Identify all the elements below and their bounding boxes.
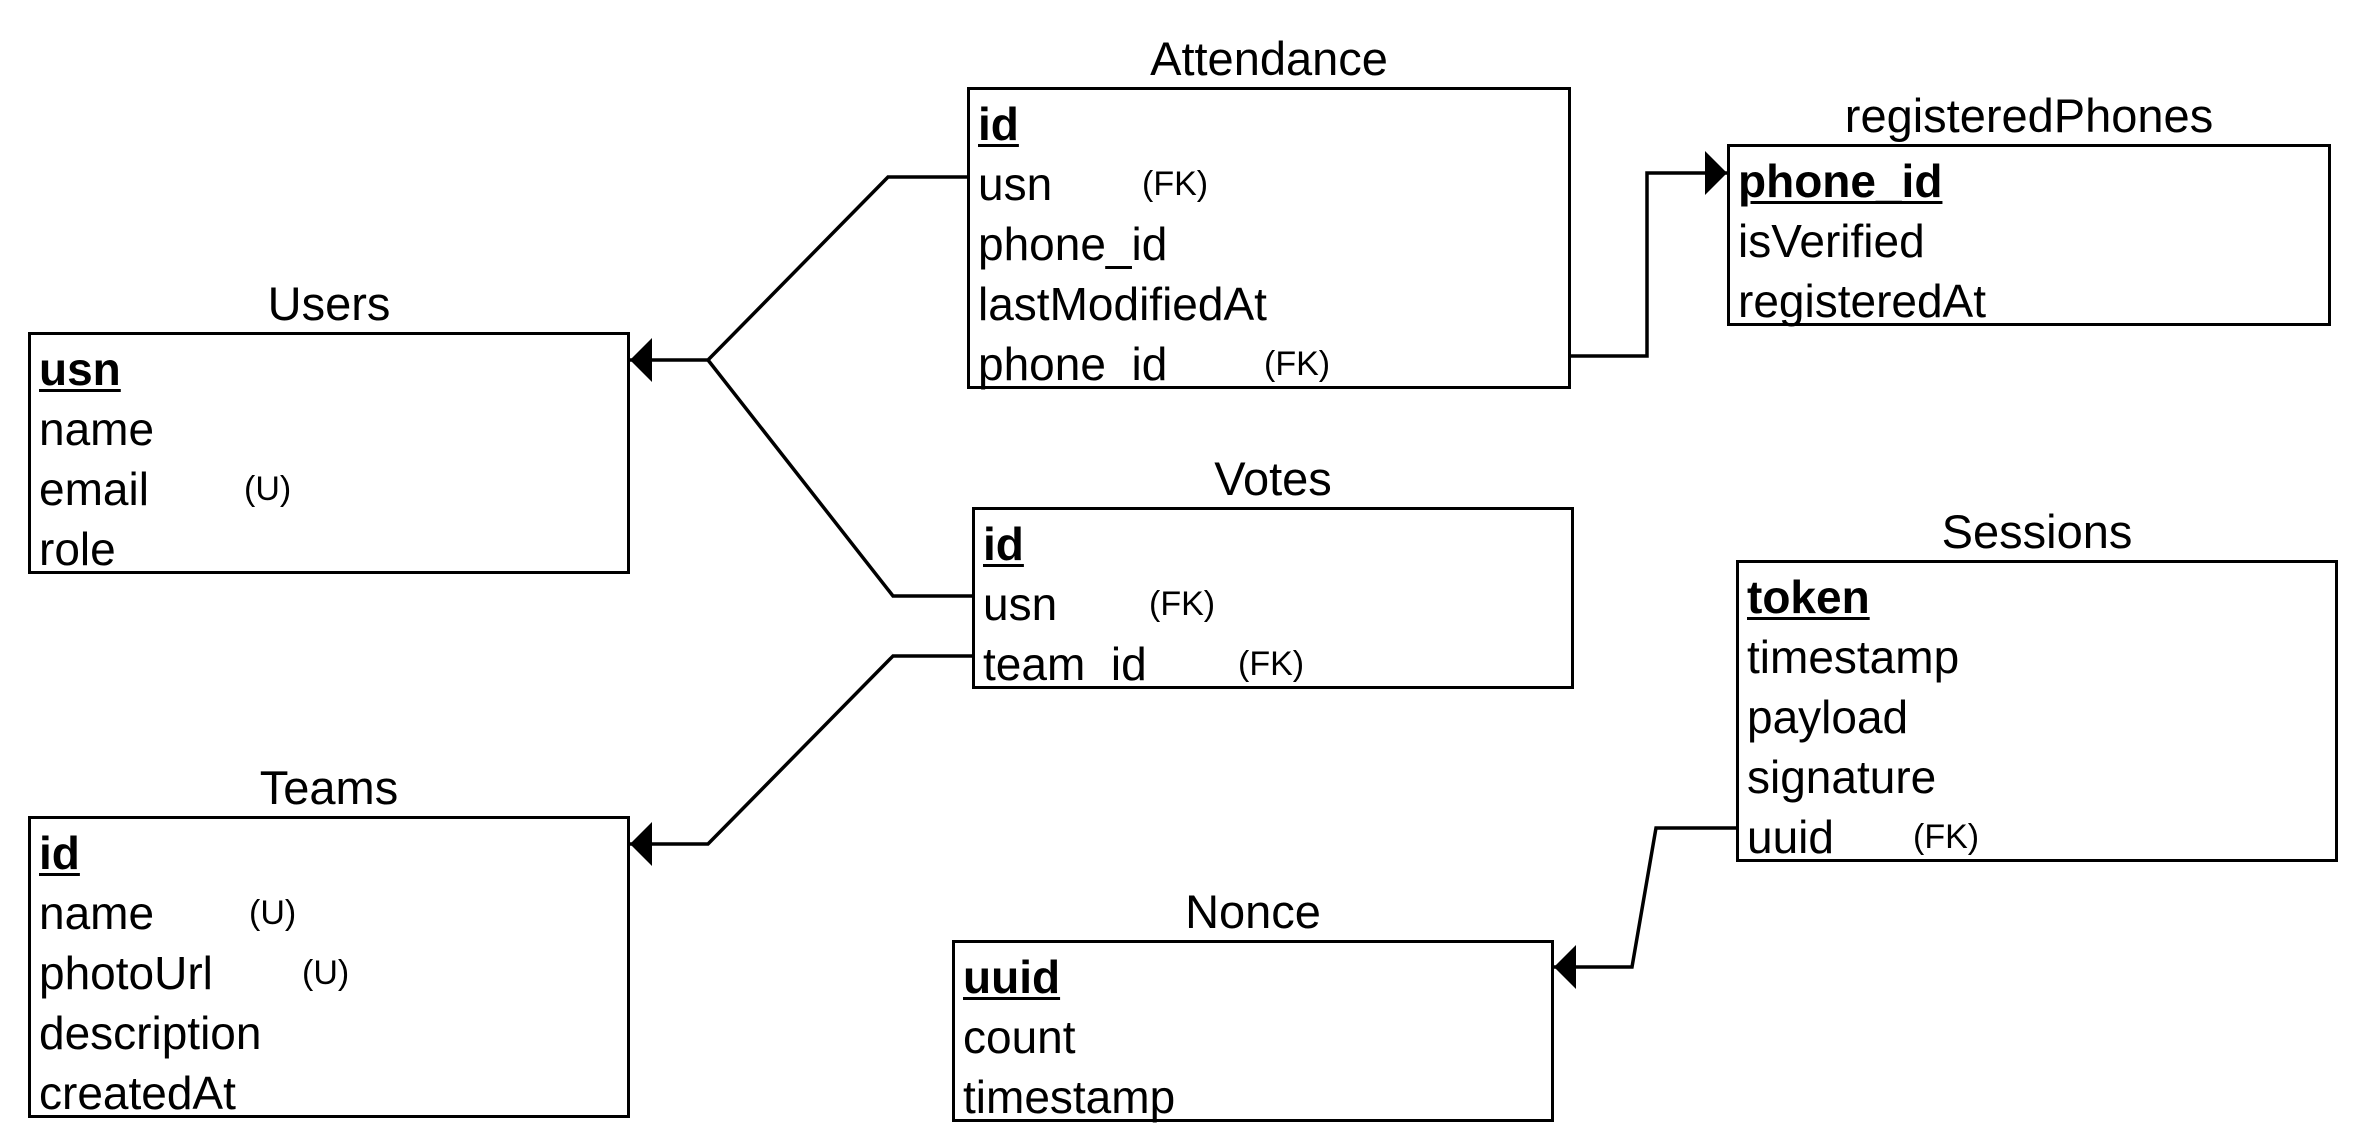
entity-title: Users (267, 277, 391, 330)
field-constraint-note: (FK) (1913, 818, 1980, 856)
entity-nonce: Nonce uuid count timestamp (952, 887, 1554, 1123)
arrowhead-icon (1554, 945, 1576, 989)
field-constraint-note: (U) (244, 470, 292, 508)
entity-title: Sessions (1941, 505, 2133, 558)
entity-title: Teams (259, 761, 399, 814)
field-constraint-note: (U) (302, 954, 350, 992)
field-name: registeredAt (1738, 275, 1987, 327)
primary-key-field: id (978, 94, 1568, 154)
field-constraint-note: (FK) (1238, 645, 1305, 683)
field-row: name (U) (39, 883, 627, 943)
field-row: email (U) (39, 459, 627, 519)
field-name: uuid (1747, 811, 1834, 863)
field-name: usn (978, 158, 1053, 210)
primary-key-field: usn (39, 339, 627, 399)
entity-registeredphones: registeredPhones phone_id isVerified regist… (1727, 91, 2331, 327)
entity-title: registeredPhones (1844, 89, 2214, 142)
entity-box: token timestamp payload signature uuid (FK) (1736, 560, 2338, 863)
field-row: timestamp (1747, 627, 2335, 687)
field-name: usn (39, 343, 121, 395)
field-name: lastModifiedAt (978, 278, 1267, 330)
field-name: count (963, 1011, 1076, 1063)
entity-title: Attendance (1150, 32, 1388, 85)
field-row: lastModifiedAt (978, 274, 1568, 334)
arrowhead-icon (630, 338, 652, 382)
field-name: timestamp (1747, 631, 1960, 683)
entity-teams: Teams id name (U) photoUrl (U) description crea… (28, 763, 630, 1119)
entity-box: id name (U) photoUrl (U) description createdAt (28, 816, 630, 1119)
entity-sessions: Sessions token timestamp payload signature uu… (1736, 507, 2338, 863)
field-name: email (39, 463, 149, 515)
field-name: phone_id (978, 218, 1168, 270)
arrowhead-icon (1705, 151, 1727, 195)
field-name: id (978, 98, 1019, 150)
primary-key-field: uuid (963, 947, 1551, 1007)
field-name: phone_id (1738, 155, 1943, 207)
field-name: photoUrl (39, 947, 213, 999)
field-name: usn (983, 578, 1058, 630)
field-row: name (39, 399, 627, 459)
field-name: payload (1747, 691, 1909, 743)
entity-box: usn name email (U) role (28, 332, 630, 575)
field-name: token (1747, 571, 1870, 623)
link-sessions-nonce (1554, 826, 1736, 969)
field-row: createdAt (39, 1063, 627, 1123)
entity-box: phone_id isVerified registeredAt (1727, 144, 2331, 327)
field-constraint-note: (U) (249, 894, 297, 932)
field-name: role (39, 523, 116, 575)
entity-title: Votes (1214, 452, 1332, 505)
field-row: role (39, 519, 627, 579)
entity-box: id usn (FK) phone_id lastModifiedAt phone_id (… (967, 87, 1571, 390)
field-name: name (39, 887, 155, 939)
field-name: name (39, 403, 155, 455)
field-name: id (39, 827, 80, 879)
field-name: signature (1747, 751, 1937, 803)
field-row: photoUrl (U) (39, 943, 627, 1003)
field-row: count (963, 1007, 1551, 1067)
field-name: createdAt (39, 1067, 236, 1119)
primary-key-field: id (983, 514, 1571, 574)
field-row: timestamp (963, 1067, 1551, 1127)
field-name: isVerified (1738, 215, 1925, 267)
field-name: team_id (983, 638, 1147, 690)
field-row: usn (FK) (983, 574, 1571, 634)
primary-key-field: phone_id (1738, 151, 2328, 211)
field-name: phone_id (978, 338, 1168, 390)
field-constraint-note: (FK) (1264, 345, 1331, 383)
field-name: id (983, 518, 1024, 570)
primary-key-field: token (1747, 567, 2335, 627)
entity-title: Nonce (1185, 885, 1321, 938)
field-row: signature (1747, 747, 2335, 807)
field-row: team_id (FK) (983, 634, 1571, 694)
link-votes-teams (630, 654, 972, 846)
field-row: description (39, 1003, 627, 1063)
link-attendance-users (630, 175, 967, 362)
arrowhead-icon (630, 822, 652, 866)
field-row: phone_id (978, 214, 1568, 274)
entity-attendance: Attendance id usn (FK) phone_id lastModifiedA… (967, 34, 1571, 390)
field-constraint-note: (FK) (1149, 585, 1216, 623)
field-row: registeredAt (1738, 271, 2328, 331)
field-row: uuid (FK) (1747, 807, 2335, 867)
entity-users: Users usn name email (U) role (28, 279, 630, 575)
primary-key-field: id (39, 823, 627, 883)
entity-box: uuid count timestamp (952, 940, 1554, 1123)
field-row: payload (1747, 687, 2335, 747)
field-row: usn (FK) (978, 154, 1568, 214)
link-attendance-phones (1571, 171, 1727, 358)
field-name: timestamp (963, 1071, 1176, 1123)
field-name: uuid (963, 951, 1061, 1003)
field-row: phone_id (FK) (978, 334, 1568, 394)
link-votes-users (706, 358, 972, 598)
field-name: description (39, 1007, 262, 1059)
field-constraint-note: (FK) (1142, 165, 1209, 203)
field-row: isVerified (1738, 211, 2328, 271)
